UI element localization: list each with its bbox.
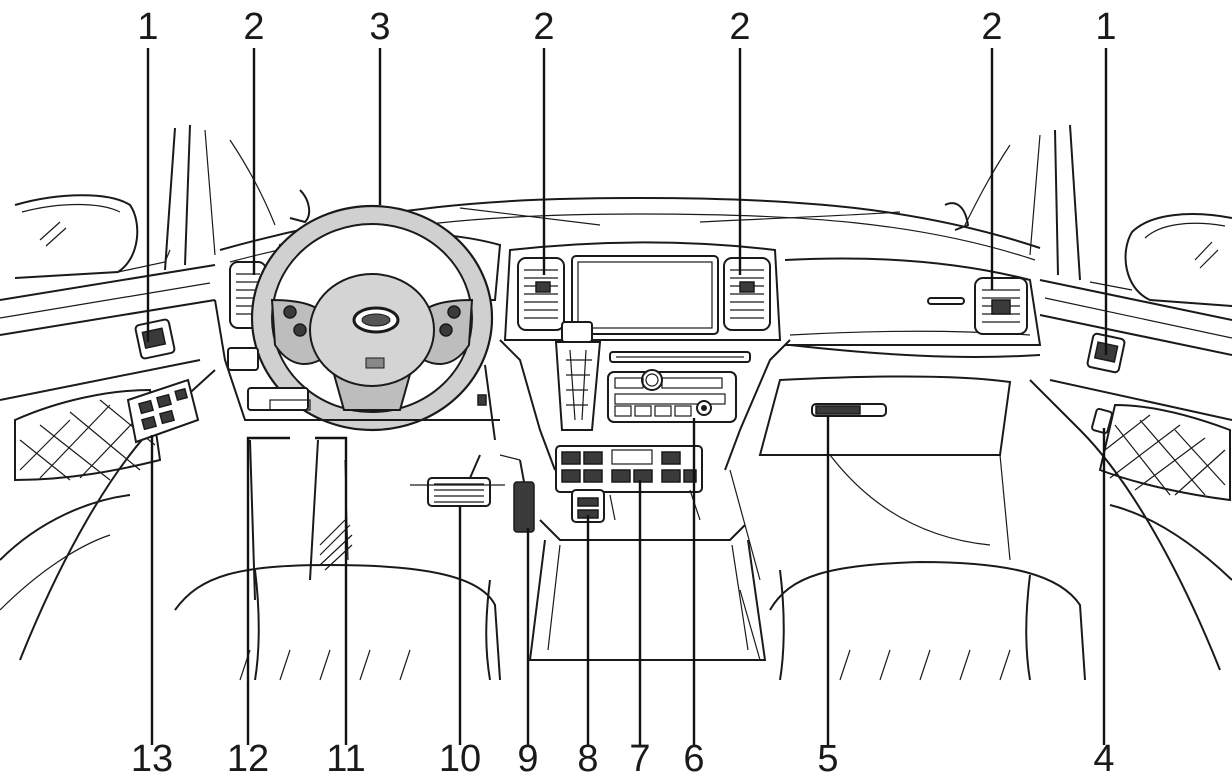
right-door-lock-switch [1091, 407, 1113, 435]
accelerator-pedal [513, 459, 535, 533]
brake-pedal [427, 454, 491, 507]
callout-1-right: 1 [1095, 6, 1117, 48]
callout-4: 4 [1093, 738, 1115, 780]
passenger-footwell [729, 454, 1011, 581]
console-switch-panel [555, 445, 703, 493]
callout-11: 11 [326, 738, 366, 780]
a-pillars [164, 124, 1081, 281]
steering-wheel [250, 204, 494, 432]
center-stack [499, 241, 791, 471]
callout-10: 10 [438, 738, 482, 780]
callout-2-right-vent: 2 [981, 6, 1003, 48]
driver-seat [174, 563, 501, 681]
passenger-seat [739, 560, 1086, 681]
left-lower-dash [214, 299, 500, 441]
callout-9: 9 [517, 738, 539, 780]
callout-8: 8 [577, 738, 599, 780]
right-side-mirror [1089, 213, 1232, 307]
callout-2-center-right-vent: 2 [729, 6, 751, 48]
callout-12: 12 [226, 738, 270, 780]
callout-1-left: 1 [137, 6, 159, 48]
right-door [1029, 279, 1232, 671]
climate-control-panel [607, 351, 751, 423]
passenger-dashboard [758, 257, 1042, 456]
left-footwell [249, 439, 521, 601]
callout-2-center-left-vent: 2 [533, 6, 555, 48]
callout-13: 13 [130, 738, 174, 780]
callout-6: 6 [683, 738, 705, 780]
left-door-handle [134, 318, 176, 360]
callout-3: 3 [369, 6, 391, 48]
gear-shifter [554, 321, 602, 431]
left-side-mirror [14, 194, 171, 279]
callout-2-left-vent: 2 [243, 6, 265, 48]
window-switch-panel [126, 378, 200, 444]
callout-7: 7 [629, 738, 651, 780]
callout-5: 5 [817, 738, 839, 780]
center-console [528, 489, 767, 661]
callout-leader-lines [146, 48, 1108, 745]
